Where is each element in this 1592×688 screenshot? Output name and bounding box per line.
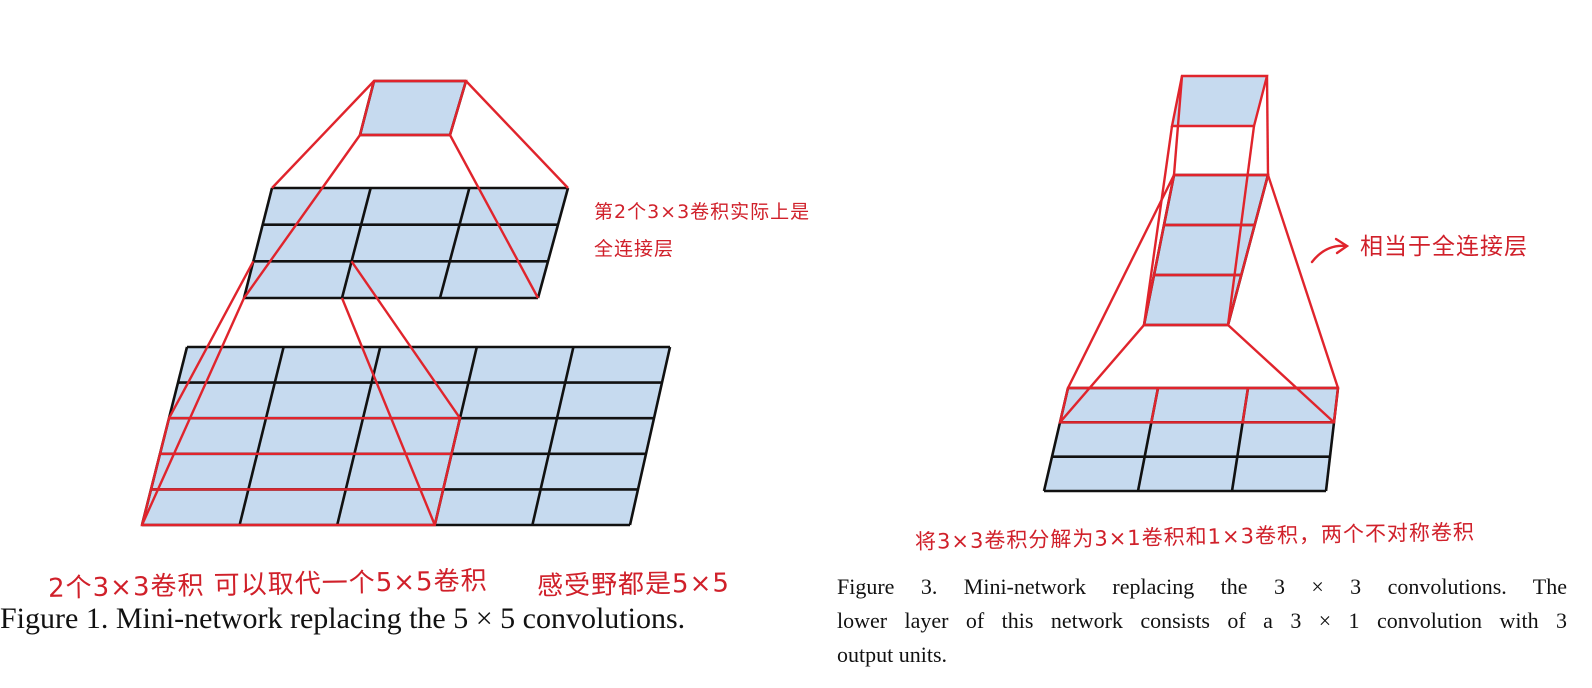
figure1-middle-grid-col-line [438,187,471,299]
figure1-middle-grid-fill [244,188,568,298]
figure1-middle-grid-col-line [242,187,274,299]
figure3-connector-line [1266,174,1340,389]
figure1-input-grid-fill [142,347,670,525]
figure3-diagram [1042,76,1340,493]
figure1-connector-line [465,80,569,189]
figure3-connector-line [1142,125,1174,326]
figure1-output-grid-fill [360,81,466,135]
figure1-annotation-top-line2: 全连接层 [594,238,675,260]
figure3-output-fill [1172,76,1267,126]
figure3-input-grid-fill [1044,388,1338,491]
figure1-input-grid-col-line [531,346,575,526]
figure1-connector-line [167,260,255,419]
figure1-middle-grid-col-line [340,187,372,299]
figure3-receptive-field-lines [1058,74,1340,424]
figure1-connector-line [271,80,375,189]
arrow-head-icon [1334,237,1350,255]
figure1-input-grid-col-line [238,346,285,526]
figure3-caption-line1: Figure 3. Mini-network replacing the 3 ×… [837,574,1567,599]
figure3-connector-line [1227,324,1335,424]
annotation-arrow [1310,237,1350,264]
arrow-shaft [1310,244,1348,264]
figure1-diagram [140,79,672,527]
figure3-input-window-line [1150,387,1160,423]
figure1-middle-grid-col-line [536,187,570,299]
figure1-annotation-right: 感受野都是5×5 [536,568,731,602]
figure3-annotation-side: 相当于全连接层 [1360,234,1528,260]
figure3-connector-line [1226,125,1256,326]
figure3-connector-line [1265,75,1270,176]
figure1-receptive-field-lines [140,79,569,527]
figure1-caption: Figure 1. Mini-network replacing the 5 ×… [0,602,686,635]
figure3-caption-line2: lower layer of this network consists of … [837,608,1567,633]
figure3-caption: Figure 3. Mini-network replacing the 3 ×… [837,570,1567,672]
figure3-connector-line [1059,324,1145,424]
figure3-connector-line [1172,75,1184,176]
figure1-connector-line [448,134,540,299]
figure3-connector-line [1066,174,1176,389]
figure1-connector-line [340,297,436,526]
figure1-connector-line [140,297,246,526]
figure1-connector-line [243,134,361,299]
figure1-annotation-left: 2个3×3卷积 可以取代一个5×5卷积 [47,566,488,604]
figure3-input-window-line [1241,387,1250,423]
figure1-connector-line [350,260,461,419]
figure1-annotation-top-line1: 第2个3×3卷积实际上是 [594,201,811,223]
figure1-input-grid-col-line [628,346,672,526]
figure3-caption-line3: output units. [837,642,948,667]
